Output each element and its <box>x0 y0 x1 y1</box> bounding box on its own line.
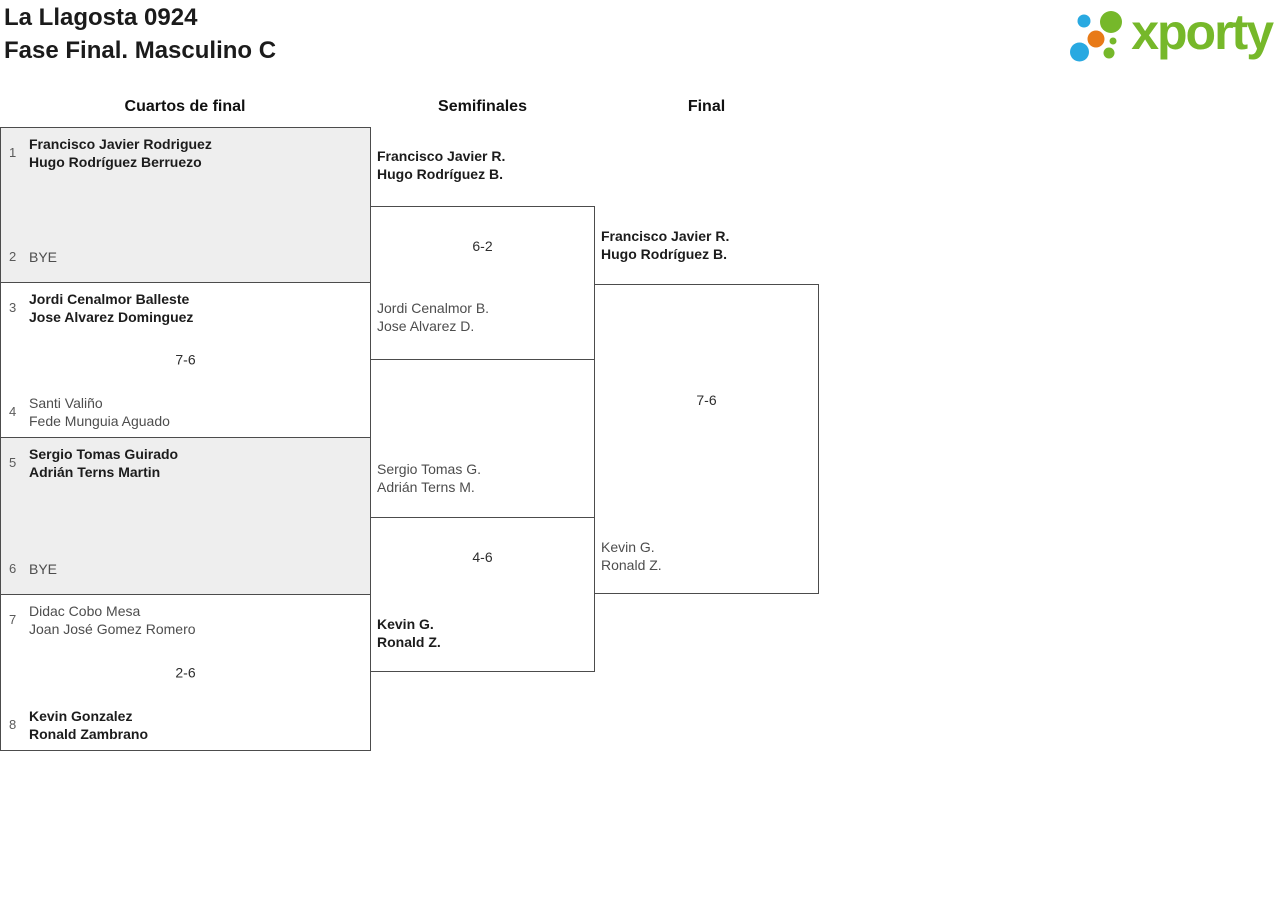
team-entry: 7 Didac Cobo Mesa Joan José Gomez Romero <box>9 602 362 638</box>
player-name: Ronald Z. <box>601 557 662 573</box>
round-header-final: Final <box>687 98 726 115</box>
round-header-semifinales: Semifinales <box>438 98 527 115</box>
player-name: Hugo Rodríguez B. <box>601 246 727 262</box>
xporty-dots-icon <box>1070 11 1123 62</box>
player-name: Fede Munguia Aguado <box>29 413 170 429</box>
team-names: Jordi Cenalmor B. Jose Alvarez D. <box>377 299 489 335</box>
page-subtitle: Fase Final. Masculino C <box>4 37 277 64</box>
player-name: Francisco Javier R. <box>601 228 730 244</box>
team-names: BYE <box>29 248 57 266</box>
team-names: Jordi Cenalmor Balleste Jose Alvarez Dom… <box>29 290 193 326</box>
seed-number: 6 <box>9 561 17 576</box>
player-name: Francisco Javier Rodriguez <box>29 136 212 152</box>
team-names: Francisco Javier R. Hugo Rodríguez B. <box>601 227 729 263</box>
seed-number: 2 <box>9 249 17 264</box>
team-names: Didac Cobo Mesa Joan José Gomez Romero <box>29 602 196 638</box>
player-name: Kevin Gonzalez <box>29 708 133 724</box>
seed-number: 4 <box>9 404 17 419</box>
player-name: Ronald Zambrano <box>29 726 149 742</box>
player-name: Hugo Rodríguez Berruezo <box>29 154 202 170</box>
team-names: Kevin G. Ronald Z. <box>377 615 441 651</box>
player-name: Ronald Z. <box>377 634 441 650</box>
seed-number: 7 <box>9 612 17 627</box>
xporty-logo[interactable]: xporty <box>1066 4 1274 66</box>
xporty-logo-text: xporty <box>1131 4 1274 60</box>
match-quarterfinal-3: 5 Sergio Tomas Guirado Adrián Terns Mart… <box>0 438 371 595</box>
team-names: Santi Valiño Fede Munguia Aguado <box>29 394 170 430</box>
player-name: Kevin G. <box>377 616 434 632</box>
team-entry: 5 Sergio Tomas Guirado Adrián Terns Mart… <box>9 445 362 481</box>
match-quarterfinal-1: 1 Francisco Javier Rodriguez Hugo Rodríg… <box>0 127 371 283</box>
team-names: Francisco Javier R. Hugo Rodríguez B. <box>377 147 505 183</box>
team-names: Sergio Tomas G. Adrián Terns M. <box>377 460 481 496</box>
team-names: Kevin Gonzalez Ronald Zambrano <box>29 707 148 743</box>
match-score: 7-6 <box>696 392 717 408</box>
seed-number: 3 <box>9 300 17 315</box>
player-name: Adrián Terns Martin <box>29 464 161 480</box>
team-entry: 8 Kevin Gonzalez Ronald Zambrano <box>9 707 362 743</box>
player-name: BYE <box>29 249 58 265</box>
match-final: 7-6 <box>594 284 819 594</box>
match-semifinal-1: 6-2 <box>370 206 595 360</box>
page-title-block: La Llagosta 0924 Fase Final. Masculino C <box>4 1 276 67</box>
team-entry: 4 Santi Valiño Fede Munguia Aguado <box>9 394 362 430</box>
match-quarterfinal-2: 3 Jordi Cenalmor Balleste Jose Alvarez D… <box>0 283 371 438</box>
player-name: Sergio Tomas Guirado <box>29 446 179 462</box>
match-quarterfinal-4: 7 Didac Cobo Mesa Joan José Gomez Romero… <box>0 595 371 751</box>
player-name: Jose Alvarez D. <box>377 318 475 334</box>
player-name: Francisco Javier R. <box>377 148 506 164</box>
player-name: Jose Alvarez Dominguez <box>29 309 194 325</box>
team-entry: 1 Francisco Javier Rodriguez Hugo Rodríg… <box>9 135 362 171</box>
team-entry: 2 BYE <box>9 239 362 275</box>
match-semifinal-2: 4-6 <box>370 517 595 672</box>
round-header-cuartos: Cuartos de final <box>124 98 246 115</box>
seed-number: 8 <box>9 717 17 732</box>
team-names: Francisco Javier Rodriguez Hugo Rodrígue… <box>29 135 212 171</box>
player-name: Didac Cobo Mesa <box>29 603 141 619</box>
match-score: 4-6 <box>472 549 493 565</box>
team-names: Kevin G. Ronald Z. <box>601 538 662 574</box>
player-name: Jordi Cenalmor Balleste <box>29 291 190 307</box>
player-name: Kevin G. <box>601 539 655 555</box>
match-score: 7-6 <box>175 351 196 368</box>
team-entry: 6 BYE <box>9 551 362 587</box>
seed-number: 1 <box>9 145 17 160</box>
team-names: BYE <box>29 560 57 578</box>
player-name: Jordi Cenalmor B. <box>377 300 490 316</box>
player-name: Hugo Rodríguez B. <box>377 166 503 182</box>
match-score: 2-6 <box>175 664 196 680</box>
player-name: Adrián Terns M. <box>377 479 475 495</box>
player-name: BYE <box>29 561 58 577</box>
team-entry: 3 Jordi Cenalmor Balleste Jose Alvarez D… <box>9 290 362 326</box>
player-name: Joan José Gomez Romero <box>29 621 196 637</box>
player-name: Santi Valiño <box>29 395 103 411</box>
player-name: Sergio Tomas G. <box>377 461 482 477</box>
team-names: Sergio Tomas Guirado Adrián Terns Martin <box>29 445 178 481</box>
seed-number: 5 <box>9 455 17 470</box>
match-score: 6-2 <box>472 238 493 254</box>
page-title: La Llagosta 0924 <box>4 4 198 31</box>
